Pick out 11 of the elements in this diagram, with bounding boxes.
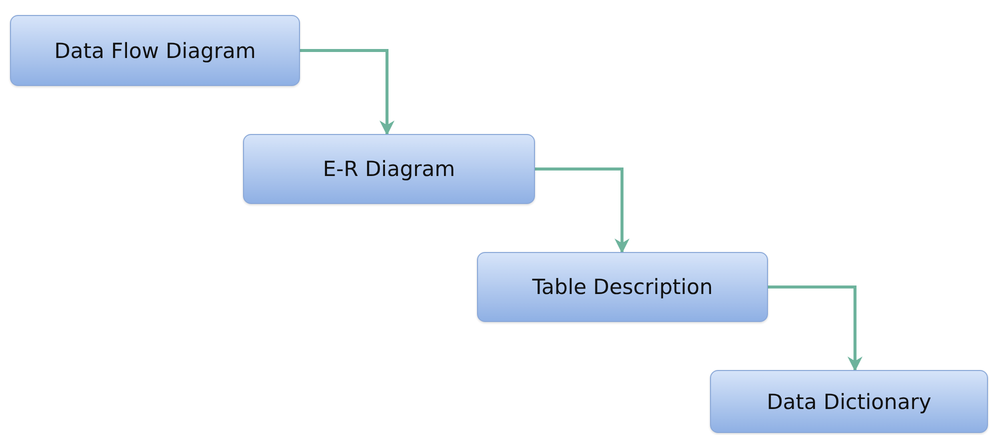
box-label: Table Description: [532, 275, 713, 299]
box-label: E-R Diagram: [322, 157, 456, 181]
process-box: [10, 15, 300, 86]
box-label: Data Flow Diagram: [54, 38, 256, 62]
arrow: [768, 286, 862, 372]
process-box: [243, 134, 535, 204]
process-box: [710, 370, 988, 433]
arrow: [300, 49, 394, 136]
box-label: Data Dictionary: [766, 390, 932, 414]
process-box: [477, 252, 768, 322]
arrow: [535, 168, 630, 254]
